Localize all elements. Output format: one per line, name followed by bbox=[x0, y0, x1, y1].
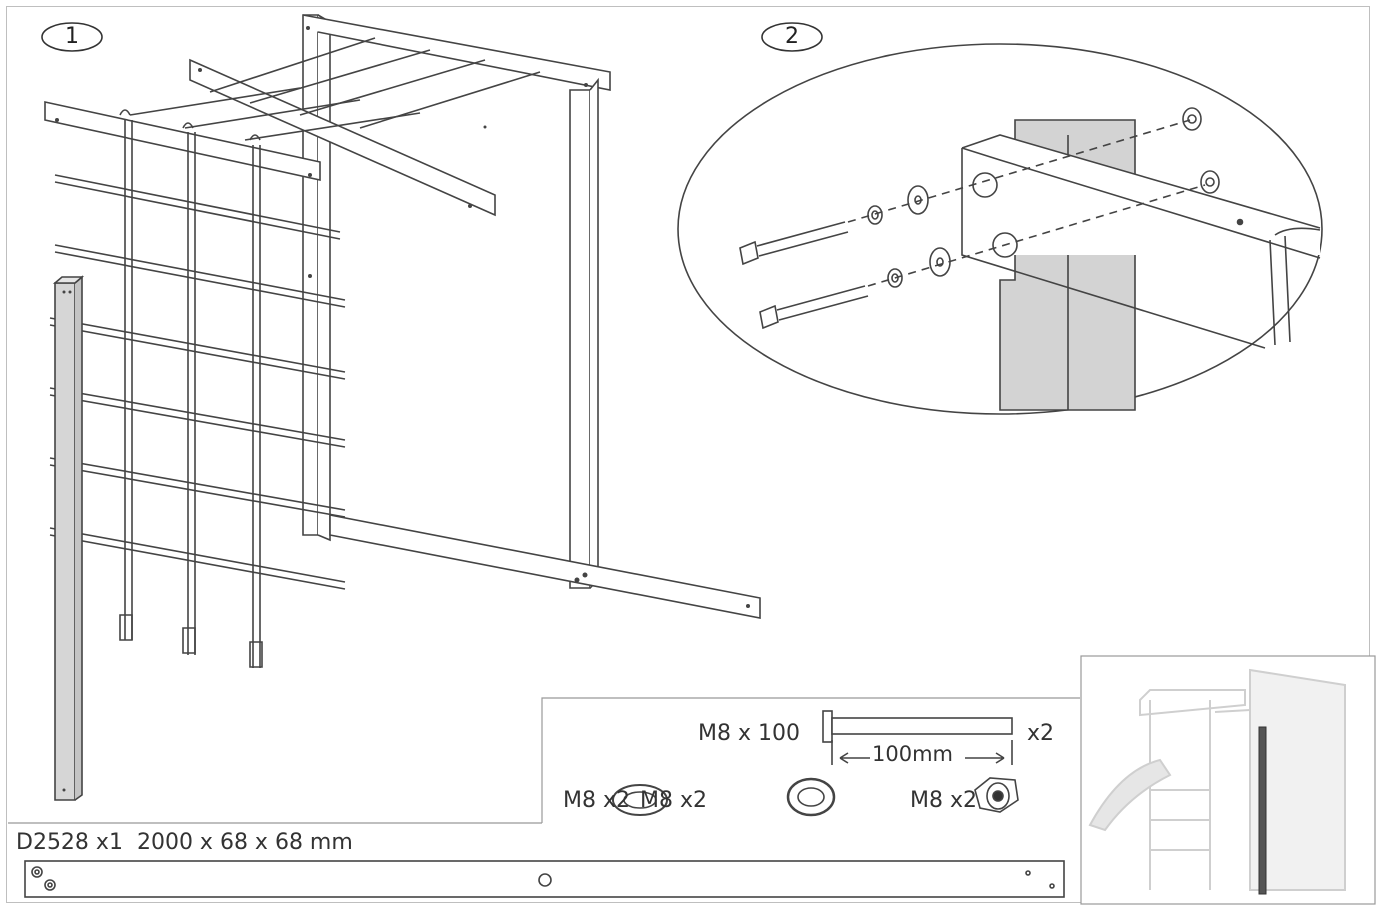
part-code: D2528 x1 bbox=[16, 830, 123, 855]
overview-thumbnail bbox=[1080, 655, 1376, 905]
hardware-box bbox=[8, 697, 1080, 824]
step1-illustration bbox=[44, 14, 761, 801]
step-1-badge bbox=[41, 22, 103, 52]
step2-detail bbox=[677, 43, 1323, 415]
bolt-label: M8 x 100 bbox=[698, 721, 800, 746]
step-2-badge bbox=[761, 22, 823, 52]
step-2-number: 2 bbox=[785, 24, 799, 49]
step-1-number: 1 bbox=[65, 24, 79, 49]
part-dimensions: 2000 x 68 x 68 mm bbox=[136, 830, 353, 855]
bolt-quantity: x2 bbox=[1027, 721, 1055, 746]
washer-label: M8 x2 bbox=[563, 788, 630, 813]
bolt-length: 100mm bbox=[872, 742, 953, 766]
tnut-label: M8 x2 bbox=[910, 788, 977, 813]
part-label: D2528 x1 2000 x 68 x 68 mm bbox=[16, 830, 367, 855]
page-frame bbox=[6, 6, 1370, 903]
part-beam bbox=[24, 860, 1065, 898]
spring-washer-label: M8 x2 bbox=[640, 788, 707, 813]
